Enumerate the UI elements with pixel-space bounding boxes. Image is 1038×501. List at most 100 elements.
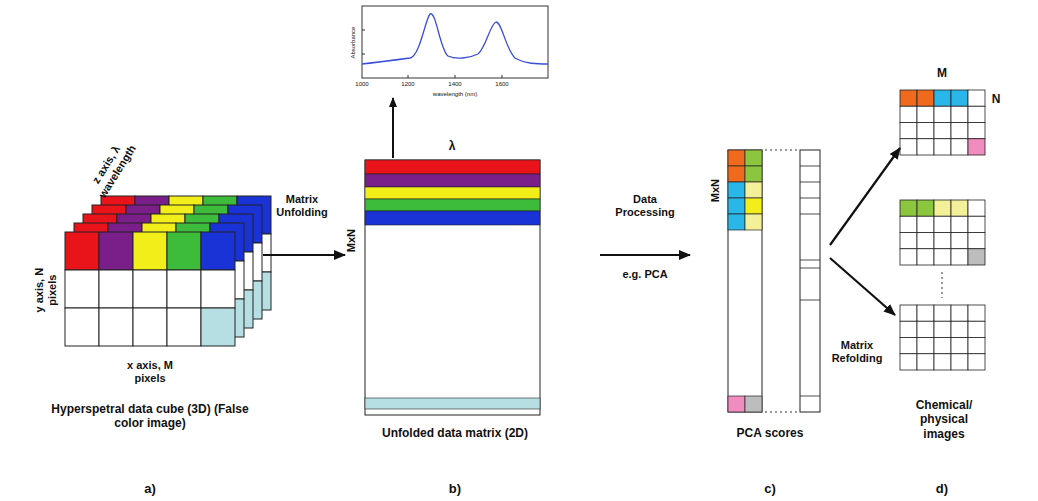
image-cell	[951, 233, 968, 249]
score-cell	[728, 182, 745, 198]
cube-cell	[167, 232, 201, 270]
score-cell	[745, 150, 762, 166]
image-cell	[968, 354, 985, 370]
panel-letter: d)	[927, 481, 957, 497]
tick-label: 1000	[354, 81, 370, 88]
score-cell	[745, 214, 762, 230]
image-cell	[917, 139, 934, 155]
score-cell	[728, 198, 745, 214]
score-cell	[728, 396, 745, 412]
image-cell	[951, 321, 968, 337]
image-cell	[968, 139, 985, 155]
stroke	[800, 396, 820, 397]
image-cell	[900, 321, 917, 337]
unfolded-matrix	[365, 160, 540, 415]
image-cell	[917, 106, 934, 122]
image-cell	[917, 249, 934, 265]
axis-label: z axis, λ wavelength	[82, 132, 141, 205]
method-note: e.g. PCA	[610, 268, 680, 281]
score-column	[800, 150, 820, 412]
cube-cell	[65, 232, 99, 270]
image-cell	[900, 305, 917, 321]
image-cell	[951, 106, 968, 122]
dimension-label: MxN	[345, 220, 358, 260]
image-cell	[951, 305, 968, 321]
node-text: Chemical/ physical images	[911, 398, 977, 441]
cube-cell	[99, 270, 133, 308]
image-cell	[900, 123, 917, 139]
image-cell	[934, 216, 951, 232]
score-cell	[728, 214, 745, 230]
image-cell	[917, 216, 934, 232]
image-cell	[968, 305, 985, 321]
stroke	[800, 166, 820, 167]
image-cell	[917, 123, 934, 139]
arrow-label: Matrix Unfolding	[266, 193, 338, 219]
image-cell	[900, 233, 917, 249]
image-cell	[934, 139, 951, 155]
image-cell	[968, 249, 985, 265]
image-cell	[951, 338, 968, 354]
tick-label: 1400	[447, 81, 463, 88]
axis-symbol: λ	[444, 139, 460, 153]
score-cell	[745, 396, 762, 412]
cube-panel: Hyperspetral data cube (3D) (False color…	[40, 120, 263, 450]
image-cell	[934, 123, 951, 139]
image-cell	[917, 305, 934, 321]
node-text: N	[989, 92, 1003, 106]
score-cell	[728, 150, 745, 166]
cube-cell	[201, 308, 235, 346]
image-cell	[968, 216, 985, 232]
image-cell	[968, 200, 985, 216]
image-cell	[917, 354, 934, 370]
tick-label: 1200	[400, 81, 416, 88]
image-cell	[968, 321, 985, 337]
process-arrow	[830, 148, 900, 245]
score-cell	[745, 182, 762, 198]
image-cell	[968, 338, 985, 354]
image-cell	[934, 305, 951, 321]
score-matrix	[728, 150, 762, 412]
stroke	[800, 260, 820, 261]
cube-cell	[133, 232, 167, 270]
dimension-label: MxN	[709, 170, 722, 210]
image-cell	[951, 249, 968, 265]
image-cell	[951, 90, 968, 106]
image-cell	[934, 106, 951, 122]
image-dots	[942, 272, 943, 298]
cube-cell	[133, 308, 167, 346]
image-cell	[900, 200, 917, 216]
image-cell	[968, 106, 985, 122]
plot-axis-title: wavelength (nm)	[425, 91, 485, 98]
arrow-label: Matrix Refolding	[824, 339, 890, 365]
cube-cell	[99, 308, 133, 346]
generated-cells	[65, 90, 985, 412]
panel-letter: c)	[755, 481, 785, 497]
image-grid: MN	[900, 90, 985, 155]
image-cell	[900, 338, 917, 354]
node-text: PCA scores	[715, 426, 825, 440]
image-cell	[900, 249, 917, 265]
plot-axis-title: Absorbance	[350, 17, 357, 67]
image-cell	[951, 200, 968, 216]
cube-cell	[201, 232, 235, 270]
cube-cell	[65, 270, 99, 308]
node-text: Unfolded data matrix (2D)	[355, 426, 555, 440]
cube-cell	[99, 232, 133, 270]
score-dots	[765, 150, 798, 412]
process-arrow	[830, 258, 895, 315]
image-cell	[934, 249, 951, 265]
image-cell	[917, 200, 934, 216]
node-text: M	[932, 66, 952, 80]
image-cell	[934, 338, 951, 354]
image-cell	[968, 90, 985, 106]
spectrum-plot	[362, 6, 548, 158]
image-cell	[917, 90, 934, 106]
axis-label: y axis, N pixels	[33, 258, 59, 322]
image-cell	[917, 233, 934, 249]
image-cell	[934, 90, 951, 106]
tick-label: 1600	[494, 81, 510, 88]
image-cell	[951, 354, 968, 370]
stroke	[800, 214, 820, 215]
